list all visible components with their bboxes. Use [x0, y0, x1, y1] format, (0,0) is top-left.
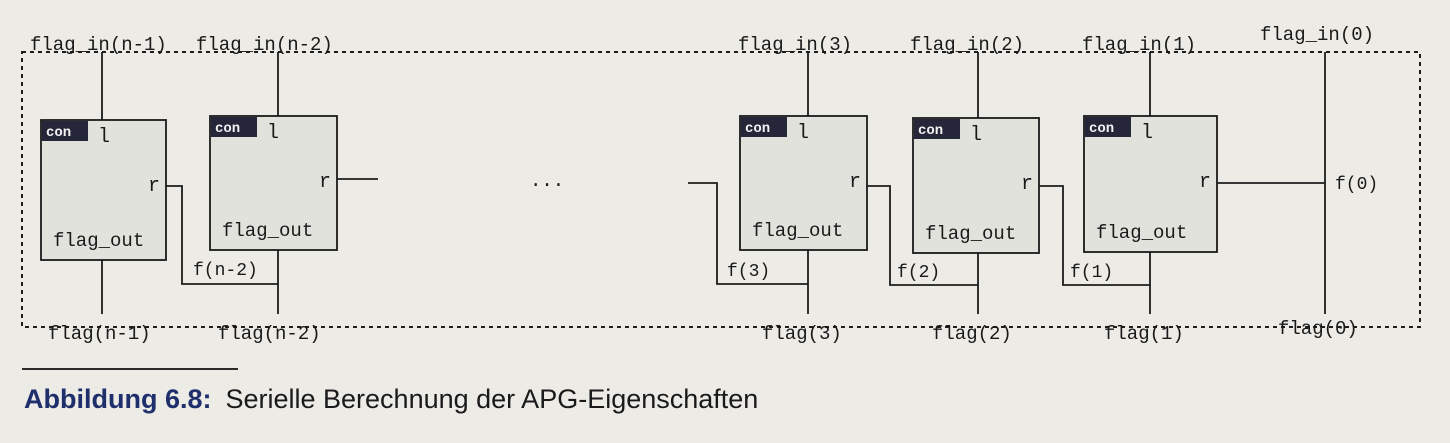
caption-rule [22, 368, 238, 370]
chain-wire-f-3 [688, 182, 808, 285]
chain-label: f(1) [1070, 263, 1113, 283]
port-r-label: r [849, 171, 861, 194]
chain-label: f(2) [897, 263, 940, 283]
con-block [209, 115, 338, 251]
output-label: flag(2) [932, 323, 1012, 345]
block-tag-background [211, 117, 257, 137]
block-tag-label: con [1089, 121, 1114, 137]
port-l-label: l [98, 126, 110, 149]
block-tag-label: con [215, 121, 240, 137]
dashed-boundary [21, 51, 1421, 328]
con-block [739, 115, 868, 251]
chain-label: f(n-2) [193, 261, 258, 281]
block-tag-background [741, 117, 787, 137]
flag-out-label: flag_out [222, 220, 313, 242]
flag-out-label: flag_out [925, 223, 1016, 245]
block-tag-background [914, 119, 960, 139]
figure-caption: Abbildung 6.8: Serielle Berechnung der AP… [24, 384, 758, 415]
con-block [40, 119, 167, 261]
port-l-label: l [797, 122, 809, 145]
port-r-label: r [1199, 171, 1211, 194]
port-l-label: l [970, 124, 982, 147]
output-label: flag(1) [1104, 323, 1184, 345]
block-tag-background [42, 121, 88, 141]
input-label: flag_in(2) [910, 34, 1024, 56]
input-label: flag_in(n-2) [196, 34, 333, 56]
input-label: flag_in(0) [1260, 24, 1374, 46]
block-tag-label: con [745, 121, 770, 137]
caption-text: Serielle Berechnung der APG-Eigenschafte… [225, 384, 759, 414]
ellipsis: ... [530, 170, 564, 192]
port-l-label: l [1141, 122, 1153, 145]
input-label: flag_in(1) [1082, 34, 1196, 56]
chain-wire-f-n2 [166, 185, 278, 285]
port-r-label: r [1021, 173, 1033, 196]
chain-label: f(0) [1335, 175, 1378, 195]
output-label: flag(0) [1278, 318, 1358, 340]
input-label: flag_in(3) [738, 34, 852, 56]
port-r-label: r [148, 175, 160, 198]
block-tag-background [1085, 117, 1131, 137]
input-label: flag_in(n-1) [30, 34, 167, 56]
flag-out-label: flag_out [1096, 222, 1187, 244]
flag-out-label: flag_out [752, 220, 843, 242]
output-label: flag(n-2) [218, 323, 321, 345]
con-block [1083, 115, 1218, 253]
port-r-label: r [319, 171, 331, 194]
block-tag-label: con [918, 123, 943, 139]
block-tag-label: con [46, 125, 71, 141]
output-label: flag(n-1) [48, 323, 151, 345]
caption-number: Abbildung 6.8: [24, 384, 212, 414]
chain-wire-f-1 [1039, 185, 1150, 286]
flag-out-label: flag_out [53, 230, 144, 252]
chain-label: f(3) [727, 262, 770, 282]
chain-wire-f-2 [867, 185, 978, 286]
output-label: flag(3) [762, 323, 842, 345]
port-l-label: l [267, 122, 279, 145]
